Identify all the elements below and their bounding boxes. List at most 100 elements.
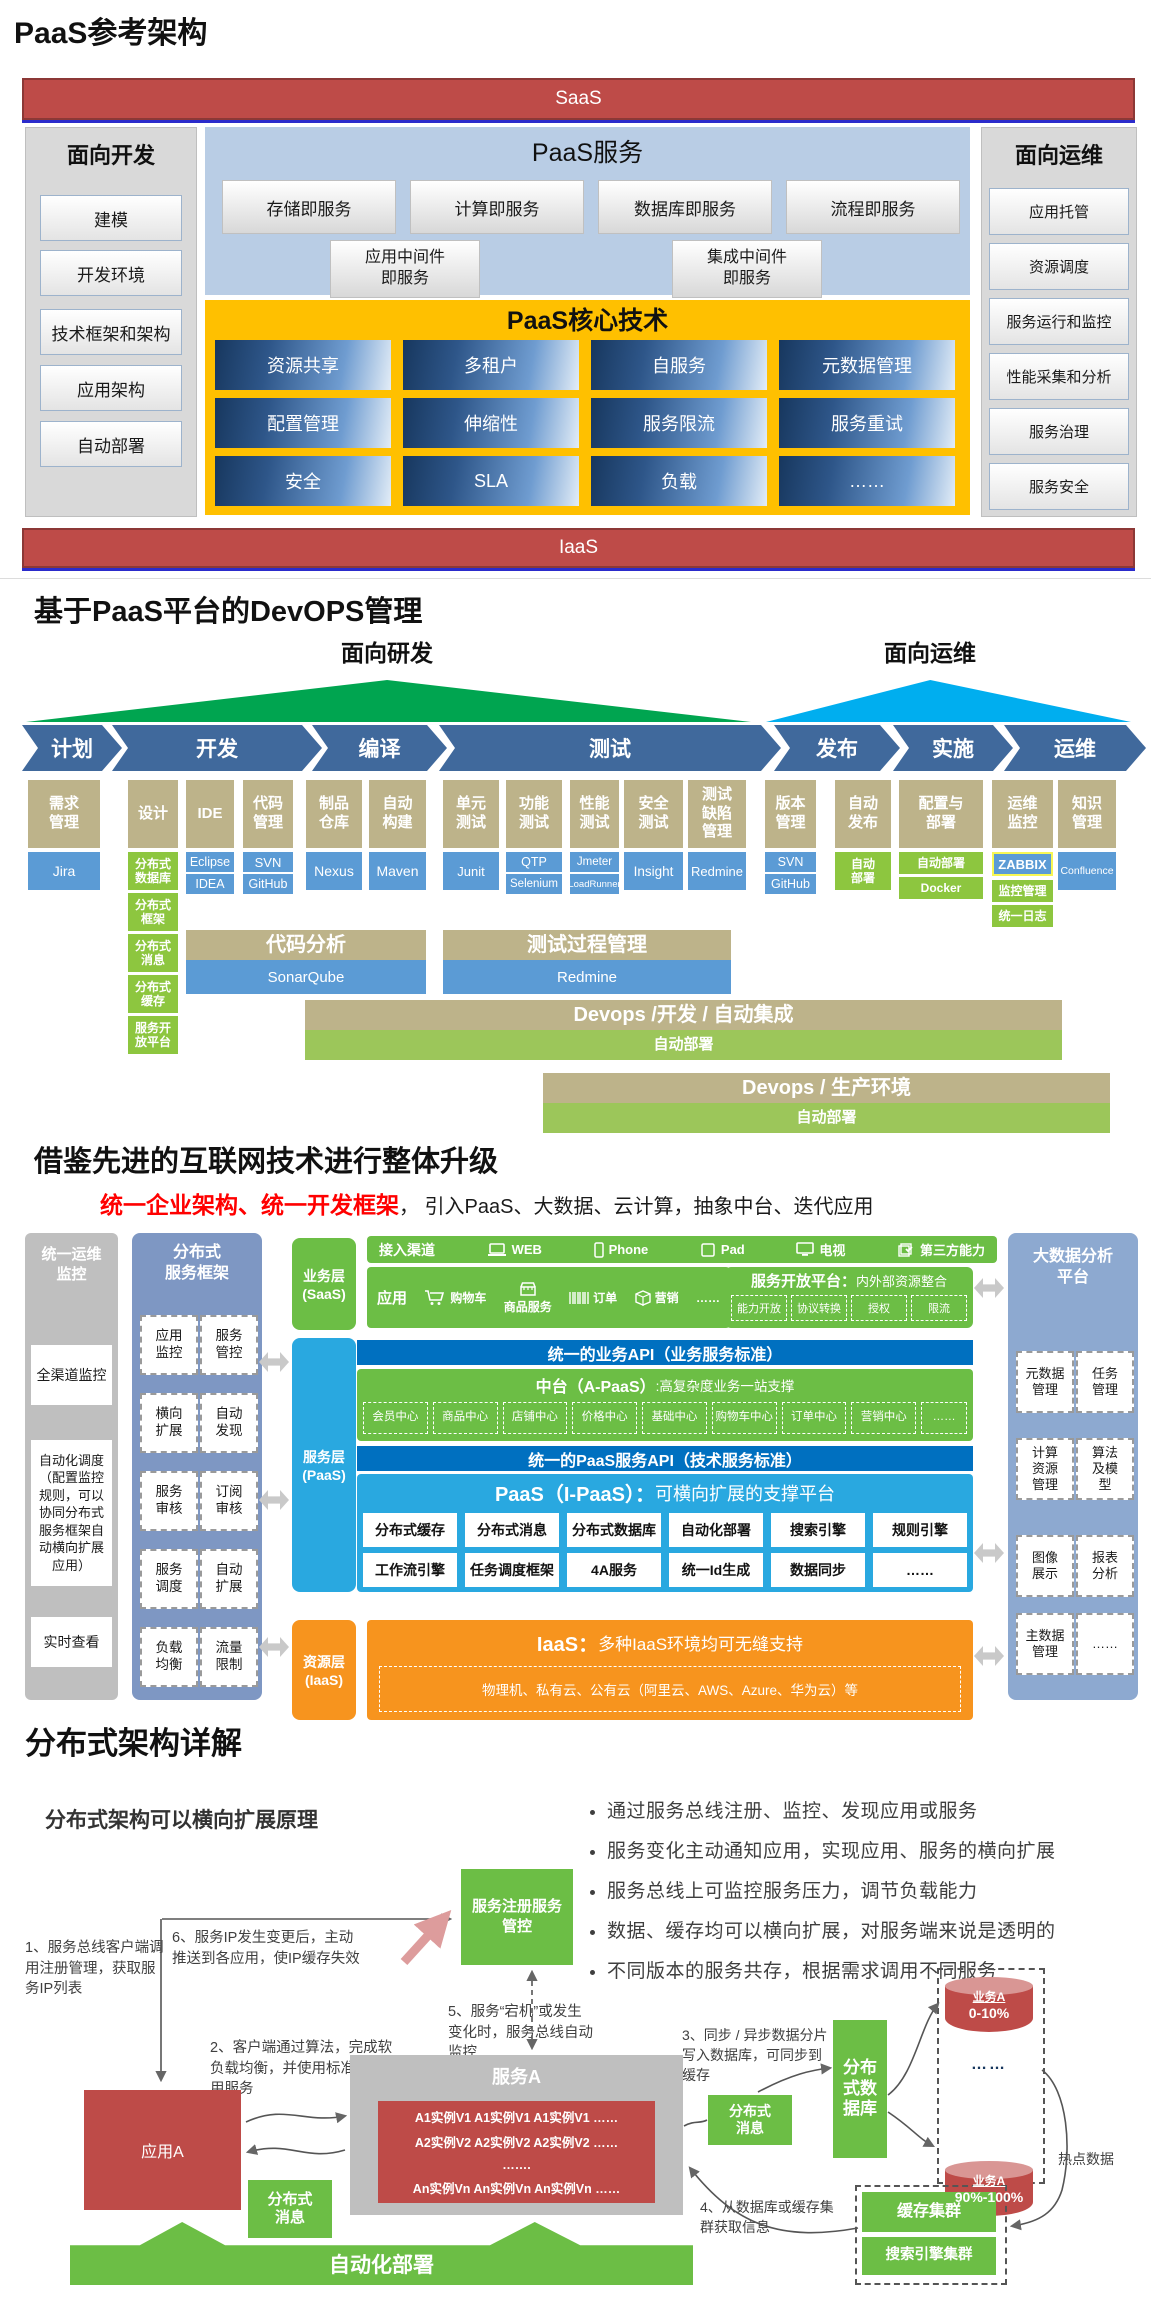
web-icon [487,1242,506,1256]
channel-label: 电视 [819,1243,846,1258]
app-item: 营销 [634,1289,679,1306]
paas-service-box: 存储即服务 [222,180,396,234]
arrow-db-to-bottom-shard [887,2111,935,2148]
open-platform-box: 服务开放平台： 内外部资源整合 能力开放协议转换授权限流 [725,1267,973,1328]
devops-tool-box: 分布式 消息 [128,934,178,972]
devops-category-box: 自动 构建 [369,780,426,848]
lead-rest-text: ， 引入PaaS、大数据、云计算，抽象中台、迭代应用 [399,1196,874,1218]
monitor-item: 全渠道监控 [31,1345,112,1405]
stage-arrow: 测试 [439,725,781,771]
dsf-item: 横向 扩展 [140,1393,198,1453]
stage-arrow: 开发 [112,725,322,771]
ops-item: 应用托管 [989,188,1129,235]
devops-category-box: 测试 缺陷 管理 [688,780,746,848]
shard-top-name: 业务A [972,1990,1006,2004]
devops-tool-box: SVN [243,852,293,872]
iaas-bar: IaaS [22,528,1135,568]
note-3: 3、同步 / 异步数据分片写入数据库，可同步到缓存 [682,2027,828,2083]
dev-item: 技术框架和架构 [40,309,182,355]
paas-service-box: 计算即服务 [410,180,584,234]
core-tech-cell: 元数据管理 [779,340,955,390]
app-item: 订单 [569,1289,617,1306]
paas-service-box: 数据库即服务 [598,180,772,234]
apaas-center-item: 会员中心 [363,1402,428,1434]
ops-item: 性能采集和分析 [989,353,1129,400]
devops-tool-box: 自动 部署 [835,852,891,890]
ipaas-row1: 分布式缓存分布式消息分布式数据库自动化部署搜索引擎规则引擎 [357,1507,973,1547]
devops-tool-box: Maven [369,852,426,890]
dsf-item: 应用 监控 [140,1315,198,1375]
box-icon [634,1289,651,1306]
channel-item: WEB [487,1242,542,1257]
app-label: 购物车 [450,1291,487,1305]
stage-arrow: 计划 [22,725,122,771]
note-5: 5、服务“宕机”或发生变化时，服务总线自动监控 [448,2004,593,2062]
open-platform-item: 协议转换 [791,1295,847,1321]
devops-tool-box: 统一日志 [992,905,1053,927]
devops-category-box: 需求 管理 [28,780,100,848]
store-icon [520,1281,536,1296]
bigdata-header: 大数据分析 平台 [1032,1248,1113,1286]
section1-title: PaaS参考架构 [14,17,208,50]
ipaas-capability: 规则引擎 [873,1513,967,1547]
bigdata-item: 计算 资源 管理 [1016,1438,1074,1500]
instance-line: An实例Vn An实例Vn An实例Vn …… [412,2181,621,2196]
core-tech-cell: 安全 [215,456,391,506]
devops-tool-box: Docker [899,877,983,899]
bigdata-item: 算法 及模 型 [1076,1438,1134,1500]
devops-category-box: 制品 仓库 [306,780,362,848]
biz-layer-label: 业务层 (SaaS) [292,1238,356,1330]
paas-middleware-box: 应用中间件 即服务 [330,240,480,298]
shard-top-range: 0-10% [968,2005,1010,2021]
app-a-box: 应用A [84,2090,241,2210]
paas-api-band: 统一的PaaS服务API（技术服务标准） [357,1446,973,1471]
apaas-center-item: 基础中心 [642,1402,707,1434]
res-layer-label: 资源层 (IaaS) [292,1620,356,1720]
ipaas-capability: 分布式缓存 [363,1513,457,1547]
hot-data-label: 热点数据 [1058,2151,1114,2167]
dev-item: 自动部署 [40,421,182,467]
open-platform-subtitle: 内外部资源整合 [856,1274,948,1289]
cache-cluster-box: 缓存集群 [862,2192,996,2232]
devops-tool-box: Selenium [506,874,562,894]
app-label: 商品服务 [503,1299,552,1314]
apaas-center-item: …… [921,1402,968,1434]
principle-bullet: 不同版本的服务共存，根据需求调用不同服务 [607,1956,1151,1983]
ops-item: 服务安全 [989,463,1129,510]
ops-column-header: 面向运维 [1014,143,1103,168]
apps-label: 应用 [377,1290,408,1307]
apaas-center-item: 购物车中心 [711,1402,777,1434]
channel-item: Phone [593,1241,648,1258]
link-double-arrow [259,1637,289,1657]
devops-tool-box: ZABBIX [992,852,1053,876]
ipaas-capability: 自动化部署 [669,1513,763,1547]
ipaas-capability: …… [873,1553,967,1587]
auto-deploy-label: 自动化部署 [329,2253,434,2277]
ipaas-capability: 任务调度框架 [465,1553,559,1587]
app-item: 购物车 [424,1289,486,1306]
devops-band-sub: 自动部署 [543,1103,1110,1133]
apaas-center-item: 商品中心 [432,1402,498,1434]
ipaas-capability: 4A服务 [567,1553,661,1587]
instance-line: A1实例V1 A1实例V1 A1实例V1 …… [414,2111,619,2126]
channel-item: 第三方能力 [897,1240,985,1259]
iaas-environments: 物理机、私有云、公有云（阿里云、AWS、Azure、华为云）等 [379,1666,961,1712]
devops-band-title: 测试过程管理 [443,930,731,960]
devops-tool-box: 分布式 框架 [128,893,178,931]
arrow-service-to-registry [400,1910,452,1966]
ipaas-subtitle: 可横向扩展的支撑平台 [655,1483,836,1504]
note-1: 1、服务总线客户端调用注册管理，获取服务IP列表 [25,1940,164,1998]
principle-bullet: 数据、缓存均可以横向扩展，对服务端来说是透明的 [607,1916,1151,1943]
devops-category-box: 自动 发布 [835,780,891,848]
devops-category-box: 安全 测试 [624,780,683,848]
devops-category-box: 代码 管理 [243,780,293,848]
section-divider [0,578,1151,579]
paas-service-box: 流程即服务 [786,180,960,234]
devops-category-box: 性能 测试 [570,780,619,848]
core-tech-cell: …… [779,456,955,506]
app-item: 商品服务 [504,1281,552,1315]
note-6: 6、服务IP发生变更后，主动推送到各应用，使IP缓存失效 [172,1930,360,1967]
app-label: 订单 [593,1291,618,1305]
link-double-arrow [974,1543,1004,1563]
